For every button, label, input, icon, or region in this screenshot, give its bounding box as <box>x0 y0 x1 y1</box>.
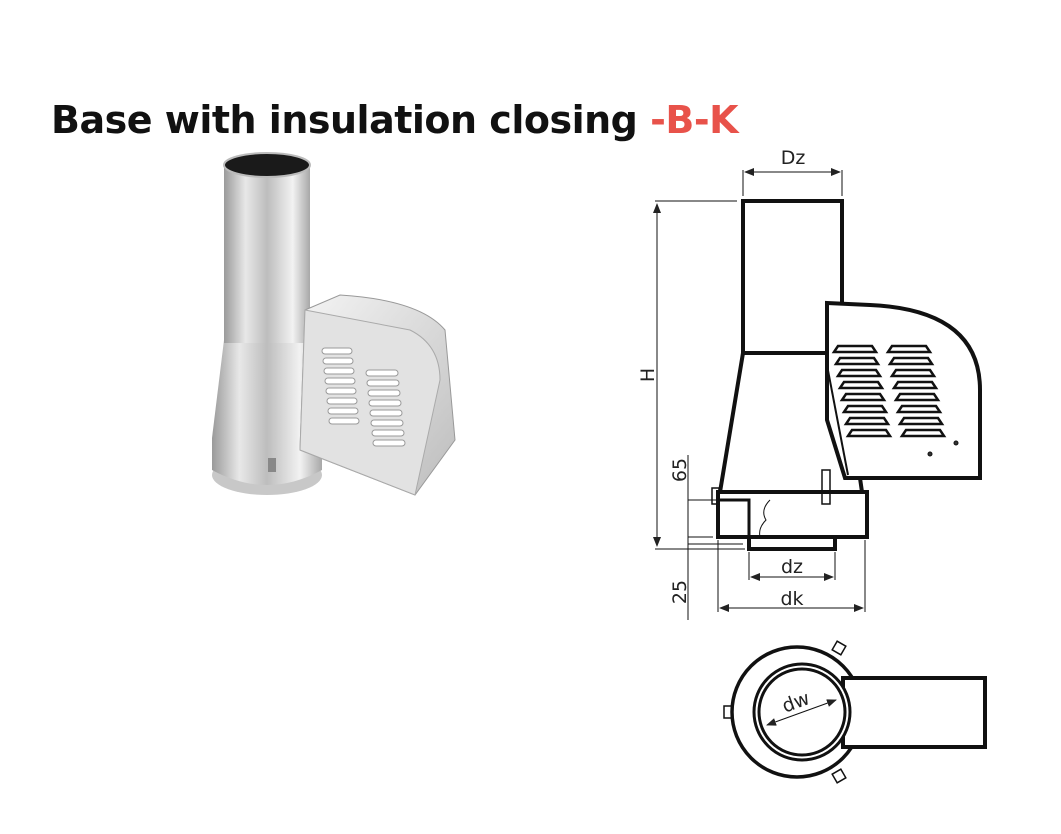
page-title: Base with insulation closing -B-K <box>51 98 739 142</box>
title-main: Base with insulation closing <box>51 98 651 142</box>
dimension-label-Dz: Dz <box>781 147 806 169</box>
dimension-label-25: 25 <box>669 580 691 604</box>
dimension-label-dz: dz <box>781 556 803 578</box>
title-suffix: -B-K <box>650 98 739 142</box>
product-photo <box>212 152 456 496</box>
side-view-drawing <box>653 168 982 620</box>
dimension-label-H: H <box>637 368 659 382</box>
dimension-label-65: 65 <box>669 458 691 482</box>
dimension-label-dk: dk <box>780 588 803 610</box>
top-view-drawing <box>723 640 987 784</box>
